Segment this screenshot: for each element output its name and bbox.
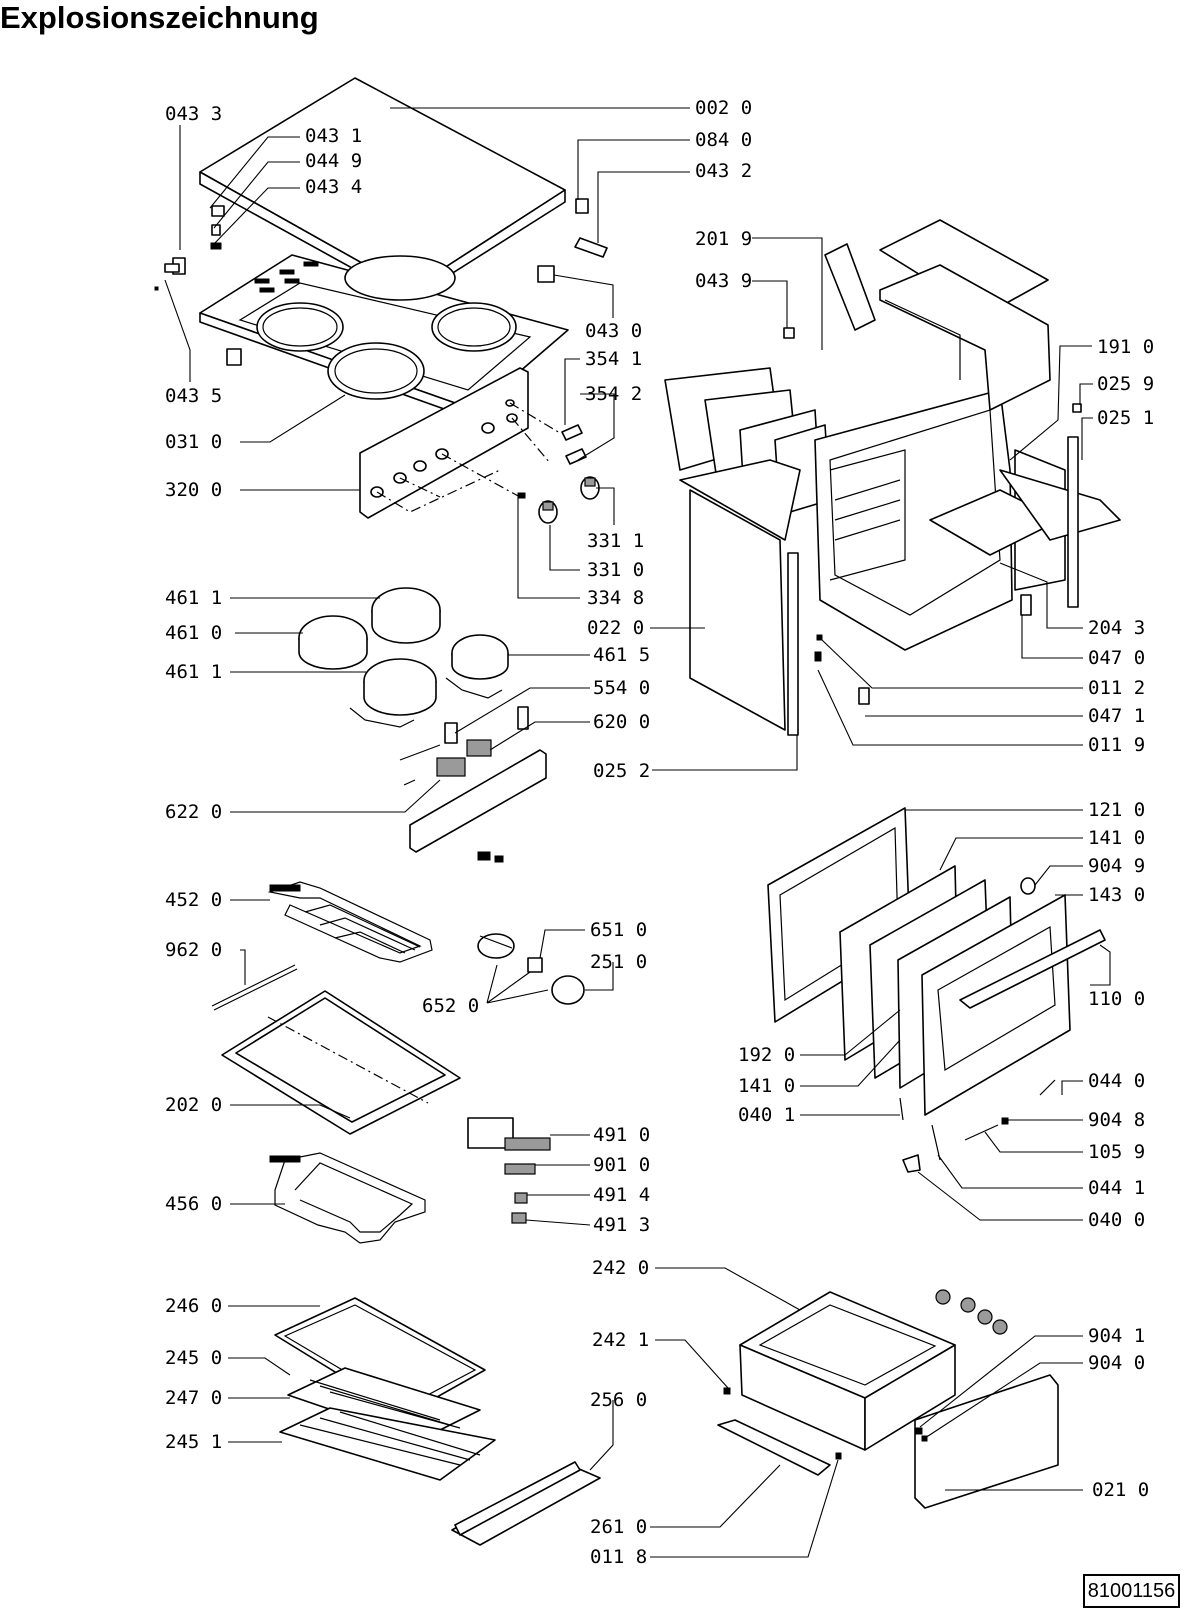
thermostat-switch-parts <box>399 706 547 863</box>
part-label: 043 4 <box>305 176 362 198</box>
part-label: 141 0 <box>1088 827 1145 849</box>
part-label: 043 0 <box>585 320 642 342</box>
oven-lamp-parts <box>477 933 585 1005</box>
part-label: 044 1 <box>1088 1177 1145 1199</box>
part-label: 320 0 <box>165 479 222 501</box>
part-label: 456 0 <box>165 1193 222 1215</box>
part-label: 251 0 <box>590 951 647 973</box>
part-label: 201 9 <box>695 228 752 250</box>
part-label: 622 0 <box>165 801 222 823</box>
small-clips-left <box>154 198 608 366</box>
leader-lines <box>164 107 1111 1558</box>
part-label: 904 0 <box>1088 1352 1145 1374</box>
wire-962 <box>211 964 298 1011</box>
part-label: 242 1 <box>592 1329 649 1351</box>
hotplates <box>298 587 509 728</box>
part-label: 043 1 <box>305 125 362 147</box>
part-label: 246 0 <box>165 1295 222 1317</box>
part-label: 461 1 <box>165 661 222 683</box>
part-label: 043 9 <box>695 270 752 292</box>
part-label: 202 0 <box>165 1094 222 1116</box>
part-label: 904 8 <box>1088 1109 1145 1131</box>
page-title: Explosionszeichnung <box>0 0 319 35</box>
part-label: 022 0 <box>587 617 644 639</box>
part-label: 461 1 <box>165 587 222 609</box>
oven-tray-2020 <box>221 990 461 1135</box>
part-label: 021 0 <box>1092 1479 1149 1501</box>
part-label: 904 1 <box>1088 1325 1145 1347</box>
part-label: 962 0 <box>165 939 222 961</box>
grid-2450-2470 <box>279 1367 496 1481</box>
part-label: 011 8 <box>590 1546 647 1568</box>
part-label: 040 0 <box>1088 1209 1145 1231</box>
part-label: 651 0 <box>590 919 647 941</box>
part-label: 491 0 <box>593 1124 650 1146</box>
part-label: 247 0 <box>165 1387 222 1409</box>
part-label: 256 0 <box>590 1389 647 1411</box>
part-label: 031 0 <box>165 431 222 453</box>
part-label: 245 0 <box>165 1347 222 1369</box>
part-label: 043 2 <box>695 160 752 182</box>
bottom-heating-element-4560 <box>269 1152 426 1244</box>
part-label: 110 0 <box>1088 988 1145 1010</box>
part-label: 491 3 <box>593 1214 650 1236</box>
part-label: 461 0 <box>165 622 222 644</box>
part-label: 084 0 <box>695 129 752 151</box>
part-label: 044 9 <box>305 150 362 172</box>
part-label: 044 0 <box>1088 1070 1145 1092</box>
part-label: 354 1 <box>585 348 642 370</box>
part-label: 242 0 <box>592 1257 649 1279</box>
terminal-block-parts <box>467 1117 551 1224</box>
part-label: 904 9 <box>1088 855 1145 877</box>
part-label: 331 0 <box>587 559 644 581</box>
drawer-2420 <box>717 1289 1059 1509</box>
part-label: 554 0 <box>593 677 650 699</box>
part-labels: 002 0 043 3 043 1 044 9 043 4 084 0 043 … <box>165 97 1154 1568</box>
part-label: 011 9 <box>1088 734 1145 756</box>
part-label: 043 5 <box>165 385 222 407</box>
part-label: 025 9 <box>1097 373 1154 395</box>
part-label: 105 9 <box>1088 1141 1145 1163</box>
part-label: 204 3 <box>1088 617 1145 639</box>
oven-door-assembly <box>767 807 1106 1173</box>
part-label: 011 2 <box>1088 677 1145 699</box>
part-label: 261 0 <box>590 1516 647 1538</box>
part-label: 002 0 <box>695 97 752 119</box>
part-label: 245 1 <box>165 1431 222 1453</box>
top-heating-element-4520 <box>267 881 433 963</box>
part-label: 141 0 <box>738 1075 795 1097</box>
drawing-number-box: 81001156 <box>1083 1574 1180 1608</box>
part-label: 331 1 <box>587 530 644 552</box>
part-label: 040 1 <box>738 1104 795 1126</box>
part-label: 192 0 <box>738 1044 795 1066</box>
part-label: 652 0 <box>422 995 479 1017</box>
part-label: 043 3 <box>165 103 222 125</box>
part-label: 491 4 <box>593 1184 650 1206</box>
switches-knobs <box>517 424 600 524</box>
part-label: 121 0 <box>1088 799 1145 821</box>
part-label: 901 0 <box>593 1154 650 1176</box>
oven-body <box>664 219 1121 736</box>
part-label: 025 2 <box>593 760 650 782</box>
handle-2560 <box>451 1461 601 1546</box>
part-label: 354 2 <box>585 383 642 405</box>
part-label: 047 0 <box>1088 647 1145 669</box>
part-label: 047 1 <box>1088 705 1145 727</box>
part-label: 143 0 <box>1088 884 1145 906</box>
part-label: 025 1 <box>1097 407 1154 429</box>
part-label: 620 0 <box>593 711 650 733</box>
part-label: 334 8 <box>587 587 644 609</box>
control-panel-3200 <box>359 367 561 519</box>
part-label: 452 0 <box>165 889 222 911</box>
part-label: 461 5 <box>593 644 650 666</box>
part-label: 191 0 <box>1097 336 1154 358</box>
